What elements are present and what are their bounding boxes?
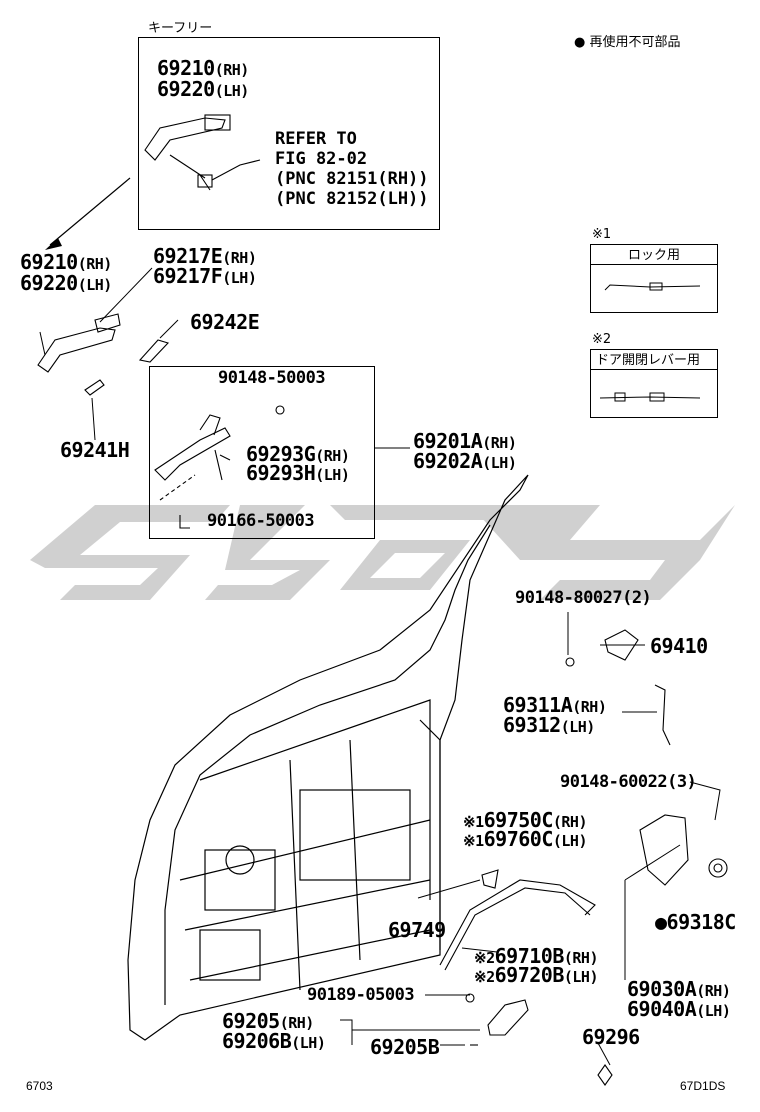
- note-cable-drawings: [599, 282, 701, 402]
- label-69242e: 69242E: [190, 310, 260, 334]
- legend-not-reusable: ● 再使用不可部品: [574, 35, 681, 50]
- label-69410: 69410: [650, 634, 708, 658]
- label-69312: 69312(LH): [503, 713, 595, 737]
- label-90189-05003: 90189-05003: [307, 985, 415, 1005]
- label-90148-60022: 90148-60022(3): [560, 772, 697, 792]
- label-69202a: 69202A(LH): [413, 449, 517, 473]
- keyless-box-title: キーフリー: [148, 21, 213, 36]
- label-69217f: 69217F(LH): [153, 264, 257, 288]
- label-69206b: 69206B(LH): [222, 1029, 326, 1053]
- arrow-line: [49, 177, 131, 246]
- note1-label: ロック用: [628, 248, 681, 263]
- leader-lines: [39, 267, 721, 1066]
- refer-line-3: (PNC 82151(RH)): [275, 169, 429, 189]
- label-69760c: ※169760C(LH): [463, 827, 587, 851]
- label-69040a: 69040A(LH): [627, 997, 731, 1021]
- label-69030a: 69030A(RH): [627, 977, 731, 1001]
- footer-right-code: 67D1DS: [680, 1079, 726, 1093]
- label-69205: 69205(RH): [222, 1009, 314, 1033]
- label-69220: 69220(LH): [20, 271, 112, 295]
- keyless-handle-drawing: [144, 114, 261, 191]
- label-69720b: ※269720B(LH): [474, 963, 598, 987]
- refer-line-2: FIG 82-02: [275, 149, 368, 169]
- outer-handle-drawing: [37, 313, 170, 396]
- label-69311a: 69311A(RH): [503, 693, 607, 717]
- note2-header: [590, 349, 718, 370]
- label-69217e: 69217E(RH): [153, 244, 257, 268]
- door-frame: [127, 474, 529, 1041]
- keyless-part-69220: 69220(LH): [157, 77, 249, 101]
- watermark-logo: [30, 505, 735, 600]
- label-90166-50003: 90166-50003: [207, 511, 315, 531]
- note2-label: ドア開閉レバー用: [596, 353, 701, 368]
- label-69293h: 69293H(LH): [246, 461, 350, 485]
- label-69241h: 69241H: [60, 438, 130, 462]
- keyless-part-69210: 69210(RH): [157, 56, 249, 80]
- right-parts-drawing: [439, 629, 728, 1086]
- arrow-head: [45, 238, 62, 250]
- label-69750c: ※169750C(RH): [463, 808, 587, 832]
- keyless-box: [138, 37, 440, 230]
- frame-assembly-drawing: [154, 405, 285, 529]
- note1-mark: ※1: [592, 227, 612, 242]
- label-90148-80027: 90148-80027(2): [515, 588, 652, 608]
- refer-line-4: (PNC 82152(LH)): [275, 189, 429, 209]
- label-69318c: ●69318C: [655, 910, 736, 934]
- label-69210: 69210(RH): [20, 250, 112, 274]
- label-90148-50003: 90148-50003: [218, 368, 326, 388]
- note2-mark: ※2: [592, 332, 612, 347]
- footer-left-code: 6703: [26, 1079, 53, 1093]
- label-69710b: ※269710B(RH): [474, 944, 598, 968]
- label-69293g: 69293G(RH): [246, 442, 350, 466]
- label-69296: 69296: [582, 1025, 640, 1049]
- refer-line-1: REFER TO: [275, 129, 357, 149]
- frame-assembly-box: [149, 366, 375, 539]
- note1-header: [590, 244, 718, 265]
- label-69749: 69749: [388, 918, 446, 942]
- label-69205b: 69205B: [370, 1035, 440, 1059]
- label-69201a: 69201A(RH): [413, 429, 517, 453]
